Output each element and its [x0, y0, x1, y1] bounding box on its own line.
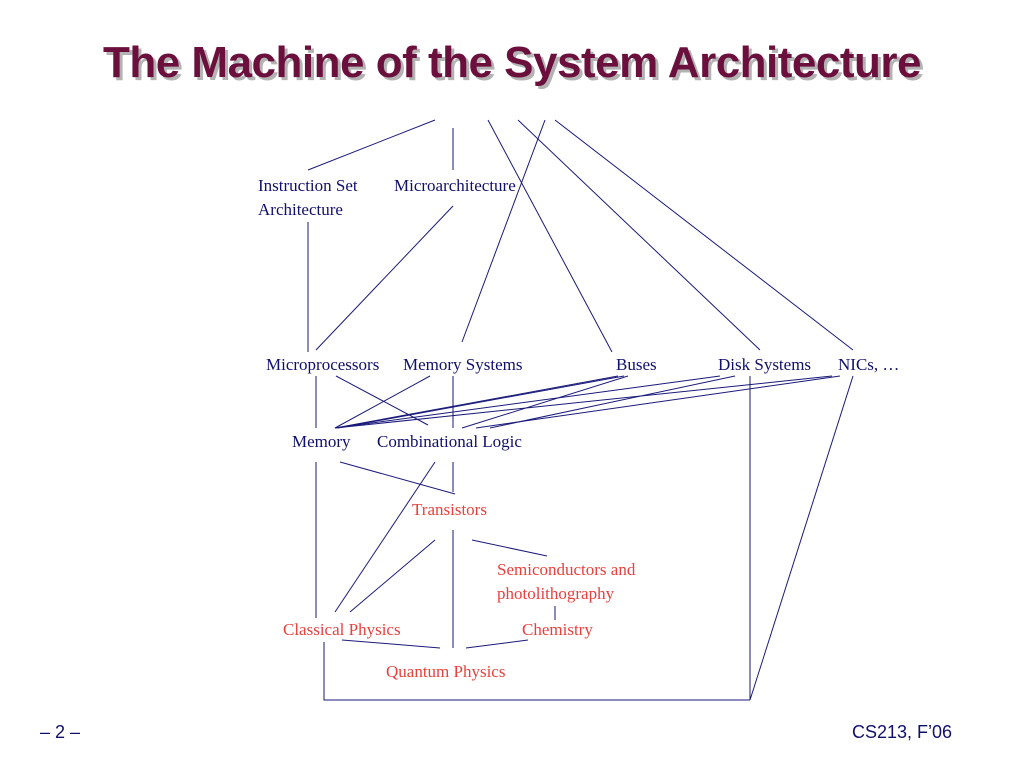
- connector-top-disk: [517, 119, 761, 351]
- node-combinational-logic: Combinational Logic: [377, 432, 522, 451]
- bottom-bracket: [323, 642, 750, 701]
- connector-top-memsys: [461, 119, 546, 343]
- connector-microarch-microproc: [315, 205, 454, 351]
- node-memory: Memory: [292, 432, 351, 451]
- node-semiconductors-line2: photolithography: [497, 584, 615, 603]
- node-disk-systems: Disk Systems: [718, 355, 812, 374]
- node-semiconductors-line1: Semiconductors and: [497, 560, 636, 579]
- node-buses: Buses: [616, 355, 657, 374]
- node-isa-line2: Architecture: [258, 200, 343, 219]
- connector-top-nics: [554, 119, 854, 351]
- connector-top-isa: [307, 119, 436, 171]
- connector-disk-comblogic: [489, 375, 736, 429]
- node-classical-physics: Classical Physics: [283, 620, 401, 639]
- connector-top-buses: [487, 119, 613, 353]
- node-semiconductors-photolithography: Semiconductors and photolithography: [497, 558, 635, 606]
- connector-disk-memory: [334, 375, 721, 429]
- connector-chemistry-quantum: [465, 639, 529, 649]
- connector-microproc-comblogic: [335, 375, 429, 426]
- connector-nics-memory: [334, 375, 833, 429]
- course-label: CS213, F’06: [852, 722, 953, 742]
- node-chemistry: Chemistry: [522, 620, 593, 639]
- node-instruction-set-architecture: Instruction Set Architecture: [258, 174, 358, 222]
- connector-memsys-memory: [334, 375, 431, 429]
- connector-buses-memory-a: [334, 375, 619, 429]
- node-memory-systems: Memory Systems: [403, 355, 523, 374]
- connector-comblogic-classical: [334, 461, 436, 613]
- connector-classical-quantum: [341, 639, 441, 649]
- node-transistors: Transistors: [412, 500, 487, 519]
- connector-memory-transistors: [339, 461, 456, 495]
- node-isa-line1: Instruction Set: [258, 176, 358, 195]
- page-number: – 2 –: [40, 722, 81, 742]
- connector-transistors-semiconductors: [471, 539, 548, 557]
- slide-title: The Machine of the System Architecture: [102, 38, 922, 87]
- node-microprocessors: Microprocessors: [266, 355, 380, 374]
- connector-nics-bracket: [749, 375, 854, 701]
- connector-transistors-classical: [349, 539, 436, 613]
- node-quantum-physics: Quantum Physics: [386, 662, 506, 681]
- node-microarchitecture: Microarchitecture: [394, 176, 516, 195]
- node-nics: NICs, …: [838, 355, 900, 374]
- connector-buses-comblogic: [461, 375, 629, 429]
- connector-buses-memory-b: [337, 375, 625, 429]
- connector-nics-comblogic: [475, 375, 841, 429]
